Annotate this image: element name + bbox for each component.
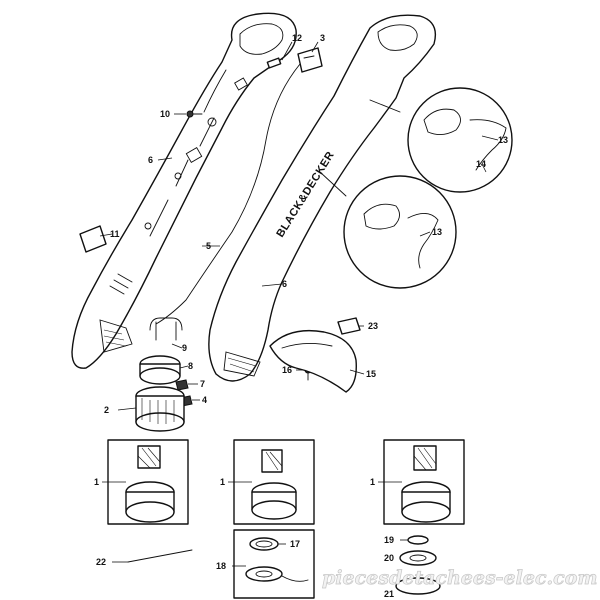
- label-13-lower: 13: [432, 227, 442, 237]
- leader-lines: [99, 41, 499, 567]
- guard-clip: [337, 317, 361, 335]
- label-11: 11: [110, 229, 120, 239]
- bracket-9: [149, 317, 183, 341]
- power-cord: [155, 63, 301, 325]
- label-13-upper: 13: [498, 135, 508, 145]
- label-18: 18: [216, 561, 226, 571]
- cover-21: [395, 577, 441, 595]
- label-10: 10: [160, 109, 170, 119]
- label-3: 3: [320, 33, 325, 43]
- spool-right: [395, 535, 441, 595]
- watermark-text: piecesdetachees-elec.com: [322, 567, 597, 589]
- label-1-middle: 1: [220, 477, 225, 487]
- label-17: 17: [290, 539, 300, 549]
- label-6-left: 6: [148, 155, 153, 165]
- label-15: 15: [366, 369, 376, 379]
- brush-7: [175, 379, 189, 391]
- label-4: 4: [202, 395, 207, 405]
- label-20: 20: [384, 553, 394, 563]
- spool-20: [399, 550, 437, 566]
- label-14: 14: [476, 159, 486, 169]
- guard: [269, 329, 357, 393]
- screw-10: [186, 110, 203, 118]
- switch-clip: [266, 57, 282, 69]
- label-12: 12: [292, 33, 302, 43]
- motor-box-left: [107, 439, 189, 525]
- detail-circle-upper: [369, 87, 513, 193]
- label-16: 16: [282, 365, 292, 375]
- label-6-right: 6: [282, 279, 287, 289]
- cap-19: [407, 535, 429, 545]
- label-1-left: 1: [94, 477, 99, 487]
- label-23: 23: [368, 321, 378, 331]
- label-plate: [79, 225, 107, 253]
- label-21: 21: [384, 589, 394, 599]
- wire-22: [127, 549, 193, 563]
- label-8: 8: [188, 361, 193, 371]
- label-22: 22: [96, 557, 106, 567]
- label-7: 7: [200, 379, 205, 389]
- label-2: 2: [104, 405, 109, 415]
- label-5: 5: [206, 241, 211, 251]
- label-19: 19: [384, 535, 394, 545]
- detail-circle-lower: [319, 171, 457, 289]
- spool-box: [233, 529, 315, 599]
- switch: [297, 47, 323, 73]
- label-9: 9: [182, 343, 187, 353]
- spool-cap-17: [249, 537, 279, 551]
- label-1-right: 1: [370, 477, 375, 487]
- part-labels: 10 6 11 12 3 5 6 9 8 7 4 2 13 14 13 23 1…: [94, 33, 508, 599]
- spool-18: [245, 566, 283, 582]
- motor-assembly: [135, 317, 193, 432]
- left-housing-half: [71, 12, 297, 369]
